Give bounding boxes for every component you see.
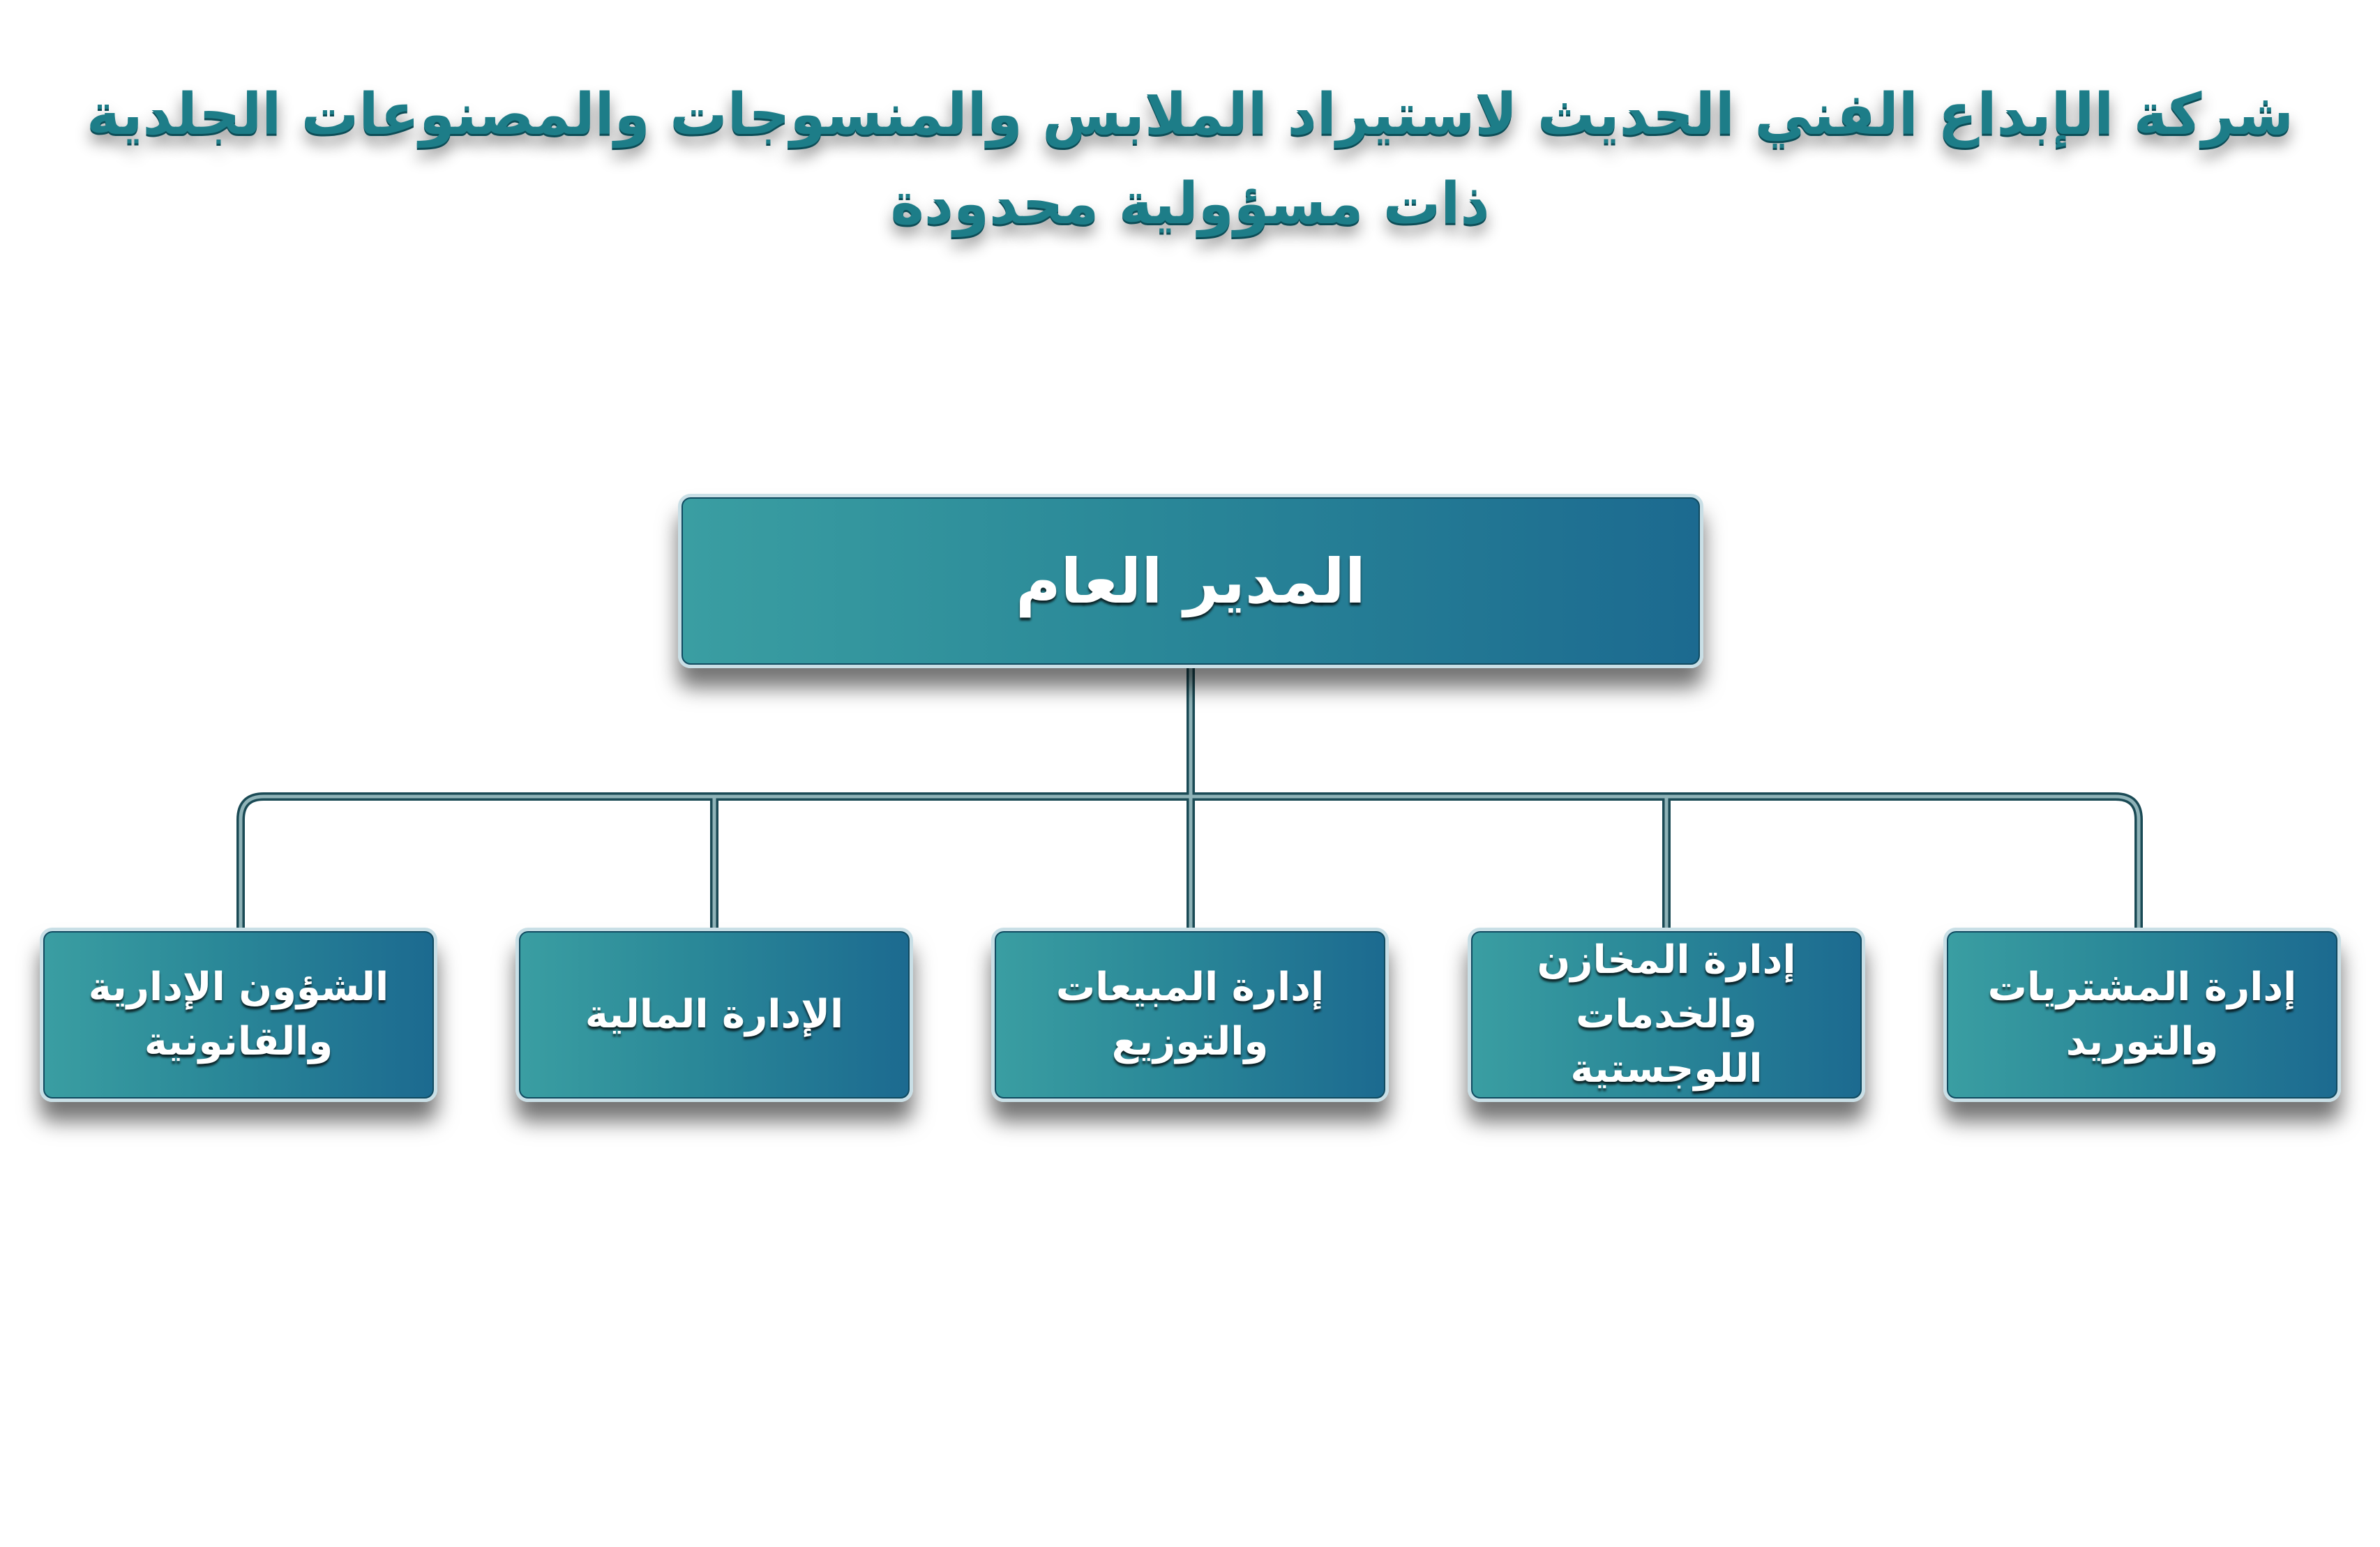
dept-sales-line2: والتوزيع — [1111, 1019, 1269, 1064]
dept-sales-box: إدارة المبيعات والتوزيع — [991, 928, 1389, 1102]
dept-warehouses-box: إدارة المخازن والخدمات اللوجستية — [1468, 928, 1865, 1102]
company-type: ذات مسؤولية محدودة — [890, 171, 1490, 237]
dept-procurement-line1: إدارة المشتريات — [1987, 965, 2297, 1010]
general-manager-box: المدير العام — [678, 494, 1703, 668]
dept-admin-legal-line2: والقانونية — [144, 1019, 333, 1064]
general-manager-label: المدير العام — [1016, 545, 1366, 617]
dept-admin-legal-line1: الشؤون الإدارية — [88, 965, 389, 1010]
dept-finance-box: الإدارة المالية — [515, 928, 913, 1102]
dept-procurement-box: إدارة المشتريات والتوريد — [1943, 928, 2341, 1102]
dept-procurement-line2: والتوريد — [2065, 1019, 2219, 1064]
dept-finance-line1: الإدارة المالية — [585, 992, 844, 1037]
dept-admin-legal-box: الشؤون الإدارية والقانونية — [40, 928, 437, 1102]
dept-sales-line1: إدارة المبيعات — [1055, 965, 1325, 1010]
dept-warehouses-line2: والخدمات اللوجستية — [1570, 992, 1763, 1092]
connector-lines-inner — [239, 666, 2141, 930]
company-name: شركة الإبداع الفني الحديث لاستيراد الملا… — [86, 82, 2294, 148]
dept-warehouses-line1: إدارة المخازن — [1537, 937, 1796, 983]
